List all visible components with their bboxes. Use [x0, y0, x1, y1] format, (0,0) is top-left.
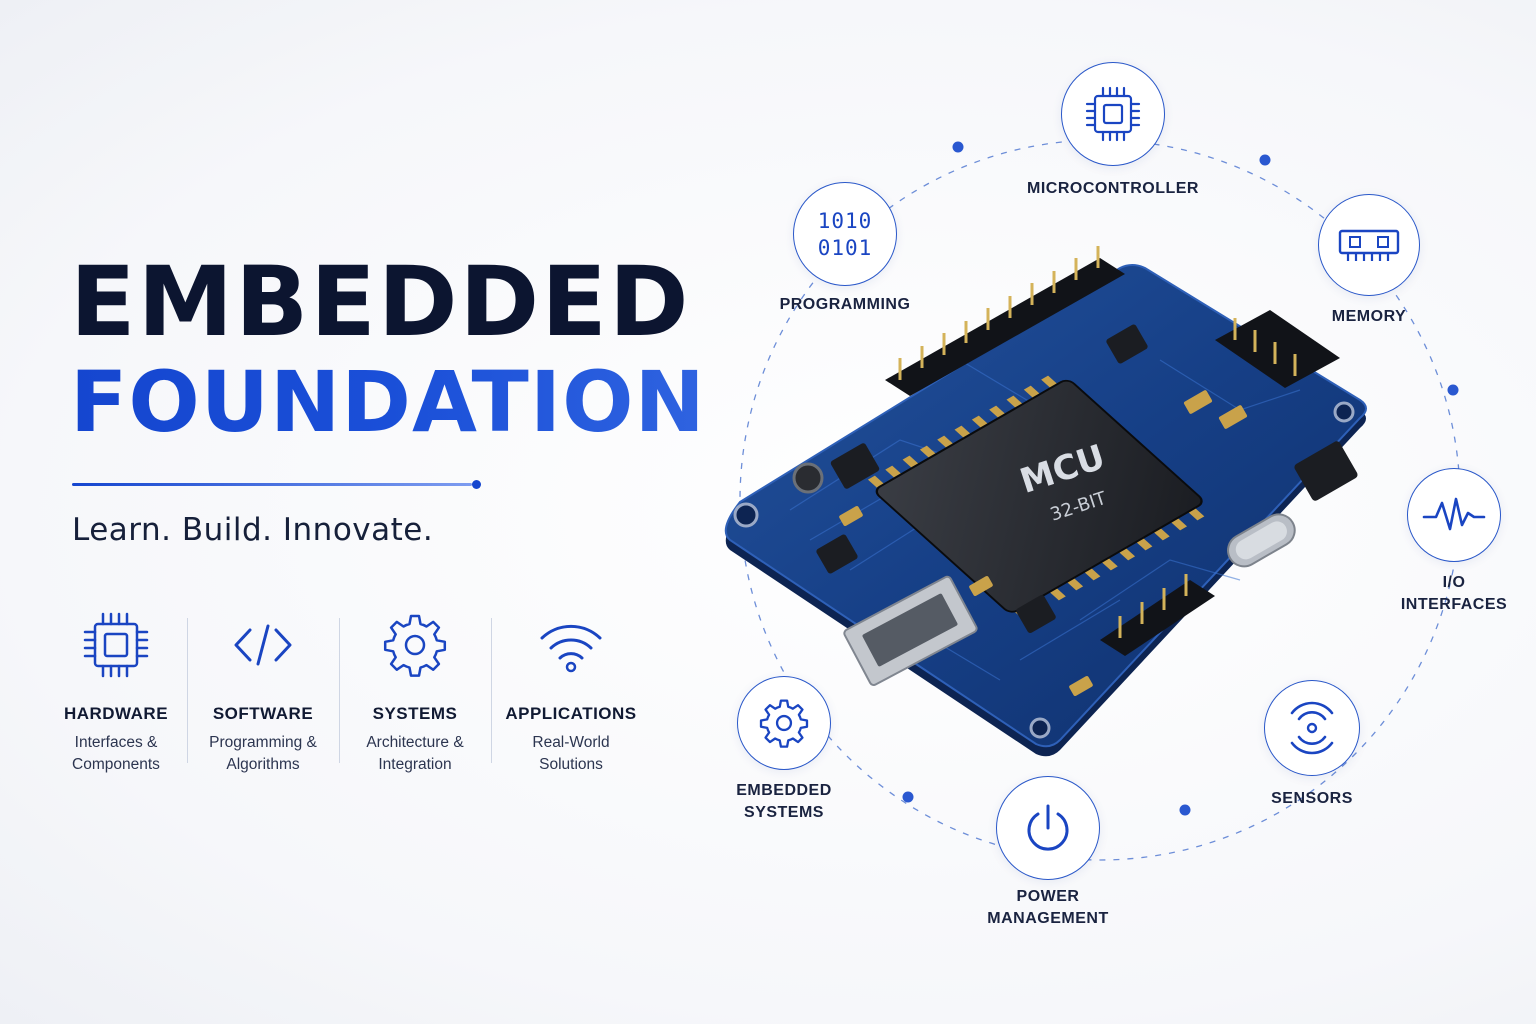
wifi-icon	[540, 624, 602, 673]
hero: EMBEDDED FOUNDATIONS Learn. Build. Innov…	[70, 246, 768, 548]
node-label: MICROCONTROLLER	[1027, 180, 1199, 197]
code-icon	[234, 624, 292, 666]
node-circle: 1010 0101	[793, 182, 897, 286]
pillar-row: HARDWARE Interfaces & Components SOFTWAR…	[40, 610, 660, 780]
chip-icon	[83, 612, 149, 678]
node-label-line: SYSTEMS	[744, 804, 824, 821]
waveform-icon	[1422, 497, 1486, 531]
node-label: MEMORY	[1331, 308, 1407, 325]
node-embedded-systems: EMBEDDED SYSTEMS	[724, 676, 844, 824]
pillar-title: SOFTWARE	[212, 704, 314, 723]
pillar-title: APPLICATIONS	[505, 704, 637, 723]
node-circle	[1407, 468, 1501, 562]
pillar-desc-line: Real-World	[532, 734, 610, 751]
node-label-line: MANAGEMENT	[987, 910, 1109, 927]
pillar-desc-line: Programming &	[209, 734, 317, 751]
pillar-desc-line: Components	[72, 756, 160, 773]
pillar-hardware: HARDWARE Interfaces & Components	[40, 610, 192, 780]
node-label-line: INTERFACES	[1400, 596, 1508, 613]
pillar-desc-line: Architecture &	[366, 734, 464, 751]
chip-icon	[1085, 86, 1141, 142]
node-circle	[1061, 62, 1165, 166]
pcb-board: MCU 32-BIT	[724, 246, 1367, 757]
title-line2: FOUNDATIONS	[70, 353, 768, 451]
node-circle	[996, 776, 1100, 880]
tagline: Learn. Build. Innovate.	[72, 512, 434, 548]
node-label: POWER MANAGEMENT	[978, 886, 1118, 930]
pillar-applications: APPLICATIONS Real-World Solutions	[495, 610, 647, 780]
pillar-title: HARDWARE	[63, 704, 169, 723]
title-line1: EMBEDDED	[70, 246, 691, 358]
node-circle	[1318, 194, 1420, 296]
node-label: SENSORS	[1271, 790, 1353, 807]
pillar-divider	[339, 618, 340, 763]
pillar-divider	[187, 618, 188, 763]
binary-line: 0101	[817, 236, 873, 260]
memory-icon	[1338, 229, 1400, 261]
node-programming: 1010 0101 PROGRAMMING	[770, 182, 920, 316]
binary-icon: 1010 0101	[794, 208, 896, 262]
title-underline	[72, 483, 472, 486]
pillar-software: SOFTWARE Programming & Algorithms	[187, 610, 339, 780]
pillar-desc-line: Interfaces &	[74, 734, 158, 751]
pillar-desc-line: Solutions	[539, 756, 603, 773]
node-label: EMBEDDED SYSTEMS	[724, 780, 844, 824]
pillar-desc: Interfaces & Components	[40, 732, 192, 776]
pillar-desc: Real-World Solutions	[495, 732, 647, 776]
node-label: PROGRAMMING	[779, 296, 911, 313]
node-sensors: SENSORS	[1252, 680, 1372, 810]
sensor-icon	[1290, 701, 1334, 755]
node-power-management: POWER MANAGEMENT	[978, 776, 1118, 930]
node-io-interfaces: I/O INTERFACES	[1394, 468, 1514, 616]
binary-line: 1010	[817, 209, 873, 233]
pillar-desc-line: Integration	[378, 756, 452, 773]
pillar-desc-line: Algorithms	[226, 756, 300, 773]
gear-icon	[383, 614, 447, 677]
power-icon	[1027, 804, 1069, 851]
node-label-line: POWER	[1016, 888, 1080, 905]
node-circle	[1264, 680, 1360, 776]
node-label-line: I/O	[1442, 574, 1466, 591]
node-microcontroller: MICROCONTROLLER	[1027, 62, 1198, 200]
pillar-desc: Architecture & Integration	[339, 732, 491, 776]
gear-icon	[759, 699, 809, 748]
pillar-systems: SYSTEMS Architecture & Integration	[339, 610, 491, 780]
node-memory: MEMORY	[1308, 194, 1430, 328]
underline-dot	[472, 480, 481, 489]
pillar-divider	[491, 618, 492, 763]
pillar-title: SYSTEMS	[372, 704, 458, 723]
pillar-desc: Programming & Algorithms	[187, 732, 339, 776]
node-circle	[737, 676, 831, 770]
node-label: I/O INTERFACES	[1394, 572, 1514, 616]
node-label-line: EMBEDDED	[736, 782, 832, 799]
